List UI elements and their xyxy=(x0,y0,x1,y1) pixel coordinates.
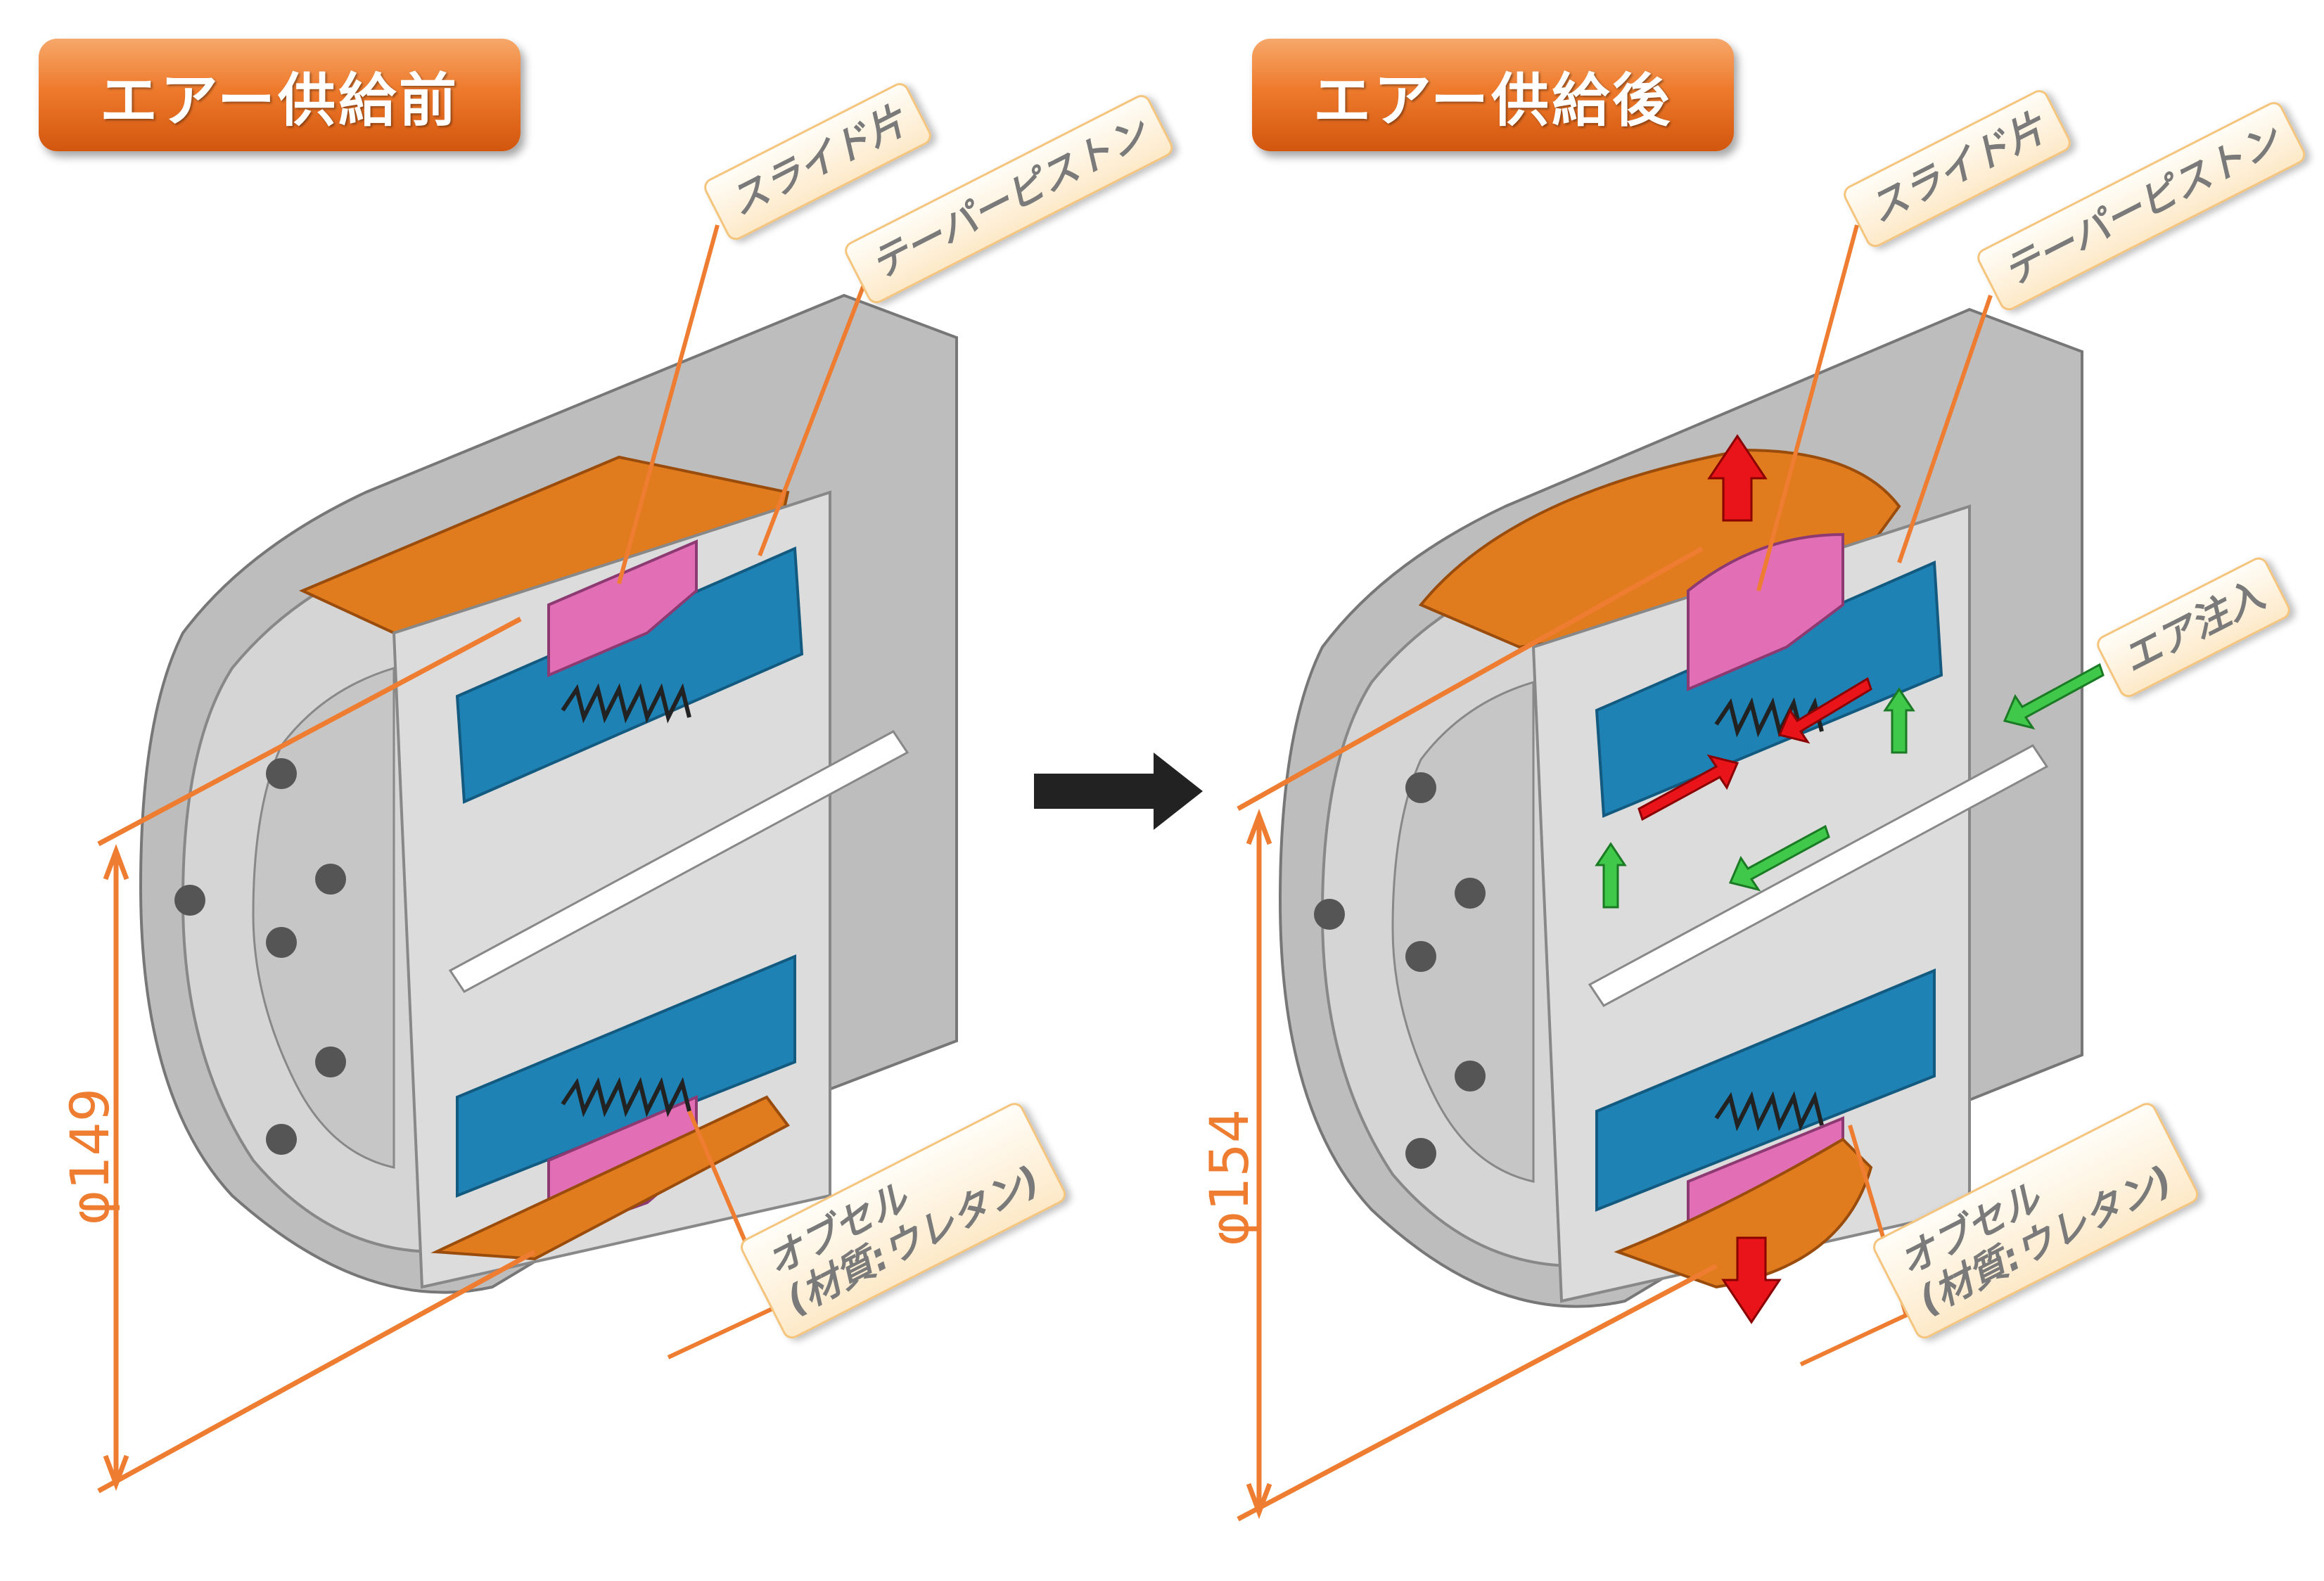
title-after-text: エアー供給後 xyxy=(1313,67,1673,134)
air-arrow-inlet-icon xyxy=(2003,663,2105,730)
force-arrow-left-icon xyxy=(1777,677,1872,744)
arrow-right-icon xyxy=(1034,753,1203,830)
expand-arrow-up-icon xyxy=(1707,434,1768,522)
right-air-bore xyxy=(1588,744,2049,1007)
left-dimension-lines xyxy=(97,616,536,1494)
left-spring-bottom xyxy=(561,1077,691,1118)
right-expand-arrows xyxy=(1637,434,1872,1324)
right-dimension-lines xyxy=(1237,546,1718,1522)
air-arrow-riser-left-icon xyxy=(1595,842,1627,909)
expand-arrow-down-icon xyxy=(1721,1236,1782,1324)
right-piston-bottom xyxy=(1595,968,1936,1212)
right-air-flow-arrows xyxy=(1595,663,2105,909)
title-after: エアー供給後 xyxy=(1252,39,1734,151)
air-arrow-bore-icon xyxy=(1728,824,1830,892)
left-spring-top xyxy=(561,683,691,724)
force-arrow-right-icon xyxy=(1637,754,1739,821)
right-diameter-label: φ154 xyxy=(1198,1109,1260,1246)
right-slide-top xyxy=(1687,532,1844,692)
left-slide-top xyxy=(547,539,698,678)
title-before: エアー供給前 xyxy=(39,39,521,151)
title-before-text: エアー供給前 xyxy=(99,67,460,134)
right-diameter-text: φ154 xyxy=(1198,1108,1261,1247)
left-piston-bottom xyxy=(456,954,796,1198)
right-spring-bottom xyxy=(1714,1091,1824,1132)
air-arrow-riser-right-icon xyxy=(1883,687,1915,754)
left-air-bore xyxy=(448,730,909,993)
